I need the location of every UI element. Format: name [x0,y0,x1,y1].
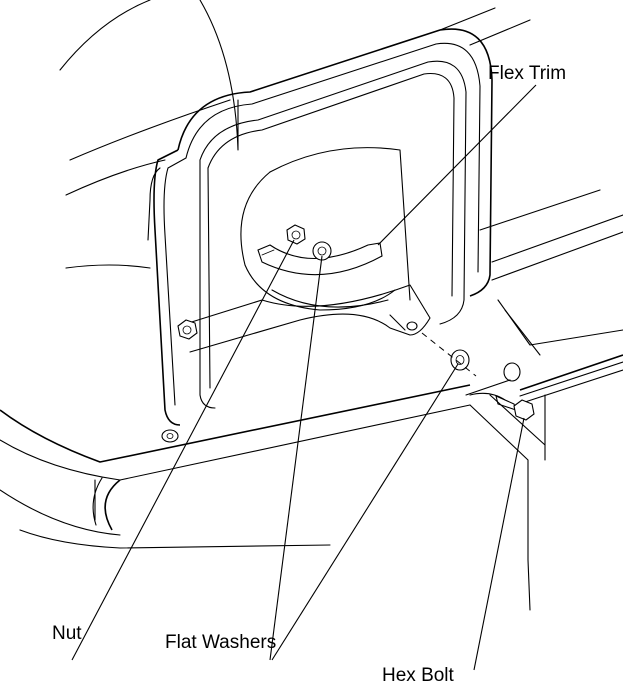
label-flex-trim: Flex Trim [488,63,566,84]
base-tray [0,384,546,611]
leader-hex-bolt [473,417,525,671]
label-nut: Nut [52,623,82,644]
side-panel [469,189,623,461]
label-hex-bolt: Hex Bolt [382,665,455,686]
bracket [181,284,431,353]
alignment-line [421,332,477,377]
door-frame [147,28,493,426]
circular-plate [240,147,411,311]
nut-part [286,224,306,245]
leader-nut [71,239,295,661]
label-flat-washers: Flat Washers [165,632,276,653]
leader-lines [71,84,537,671]
leader-flex-trim [377,84,537,246]
washer-lower [450,349,470,371]
leader-washer-upper [269,255,323,661]
left-bolt [177,319,198,340]
leader-washer-lower [271,363,459,661]
hex-bolt-part [465,362,535,421]
